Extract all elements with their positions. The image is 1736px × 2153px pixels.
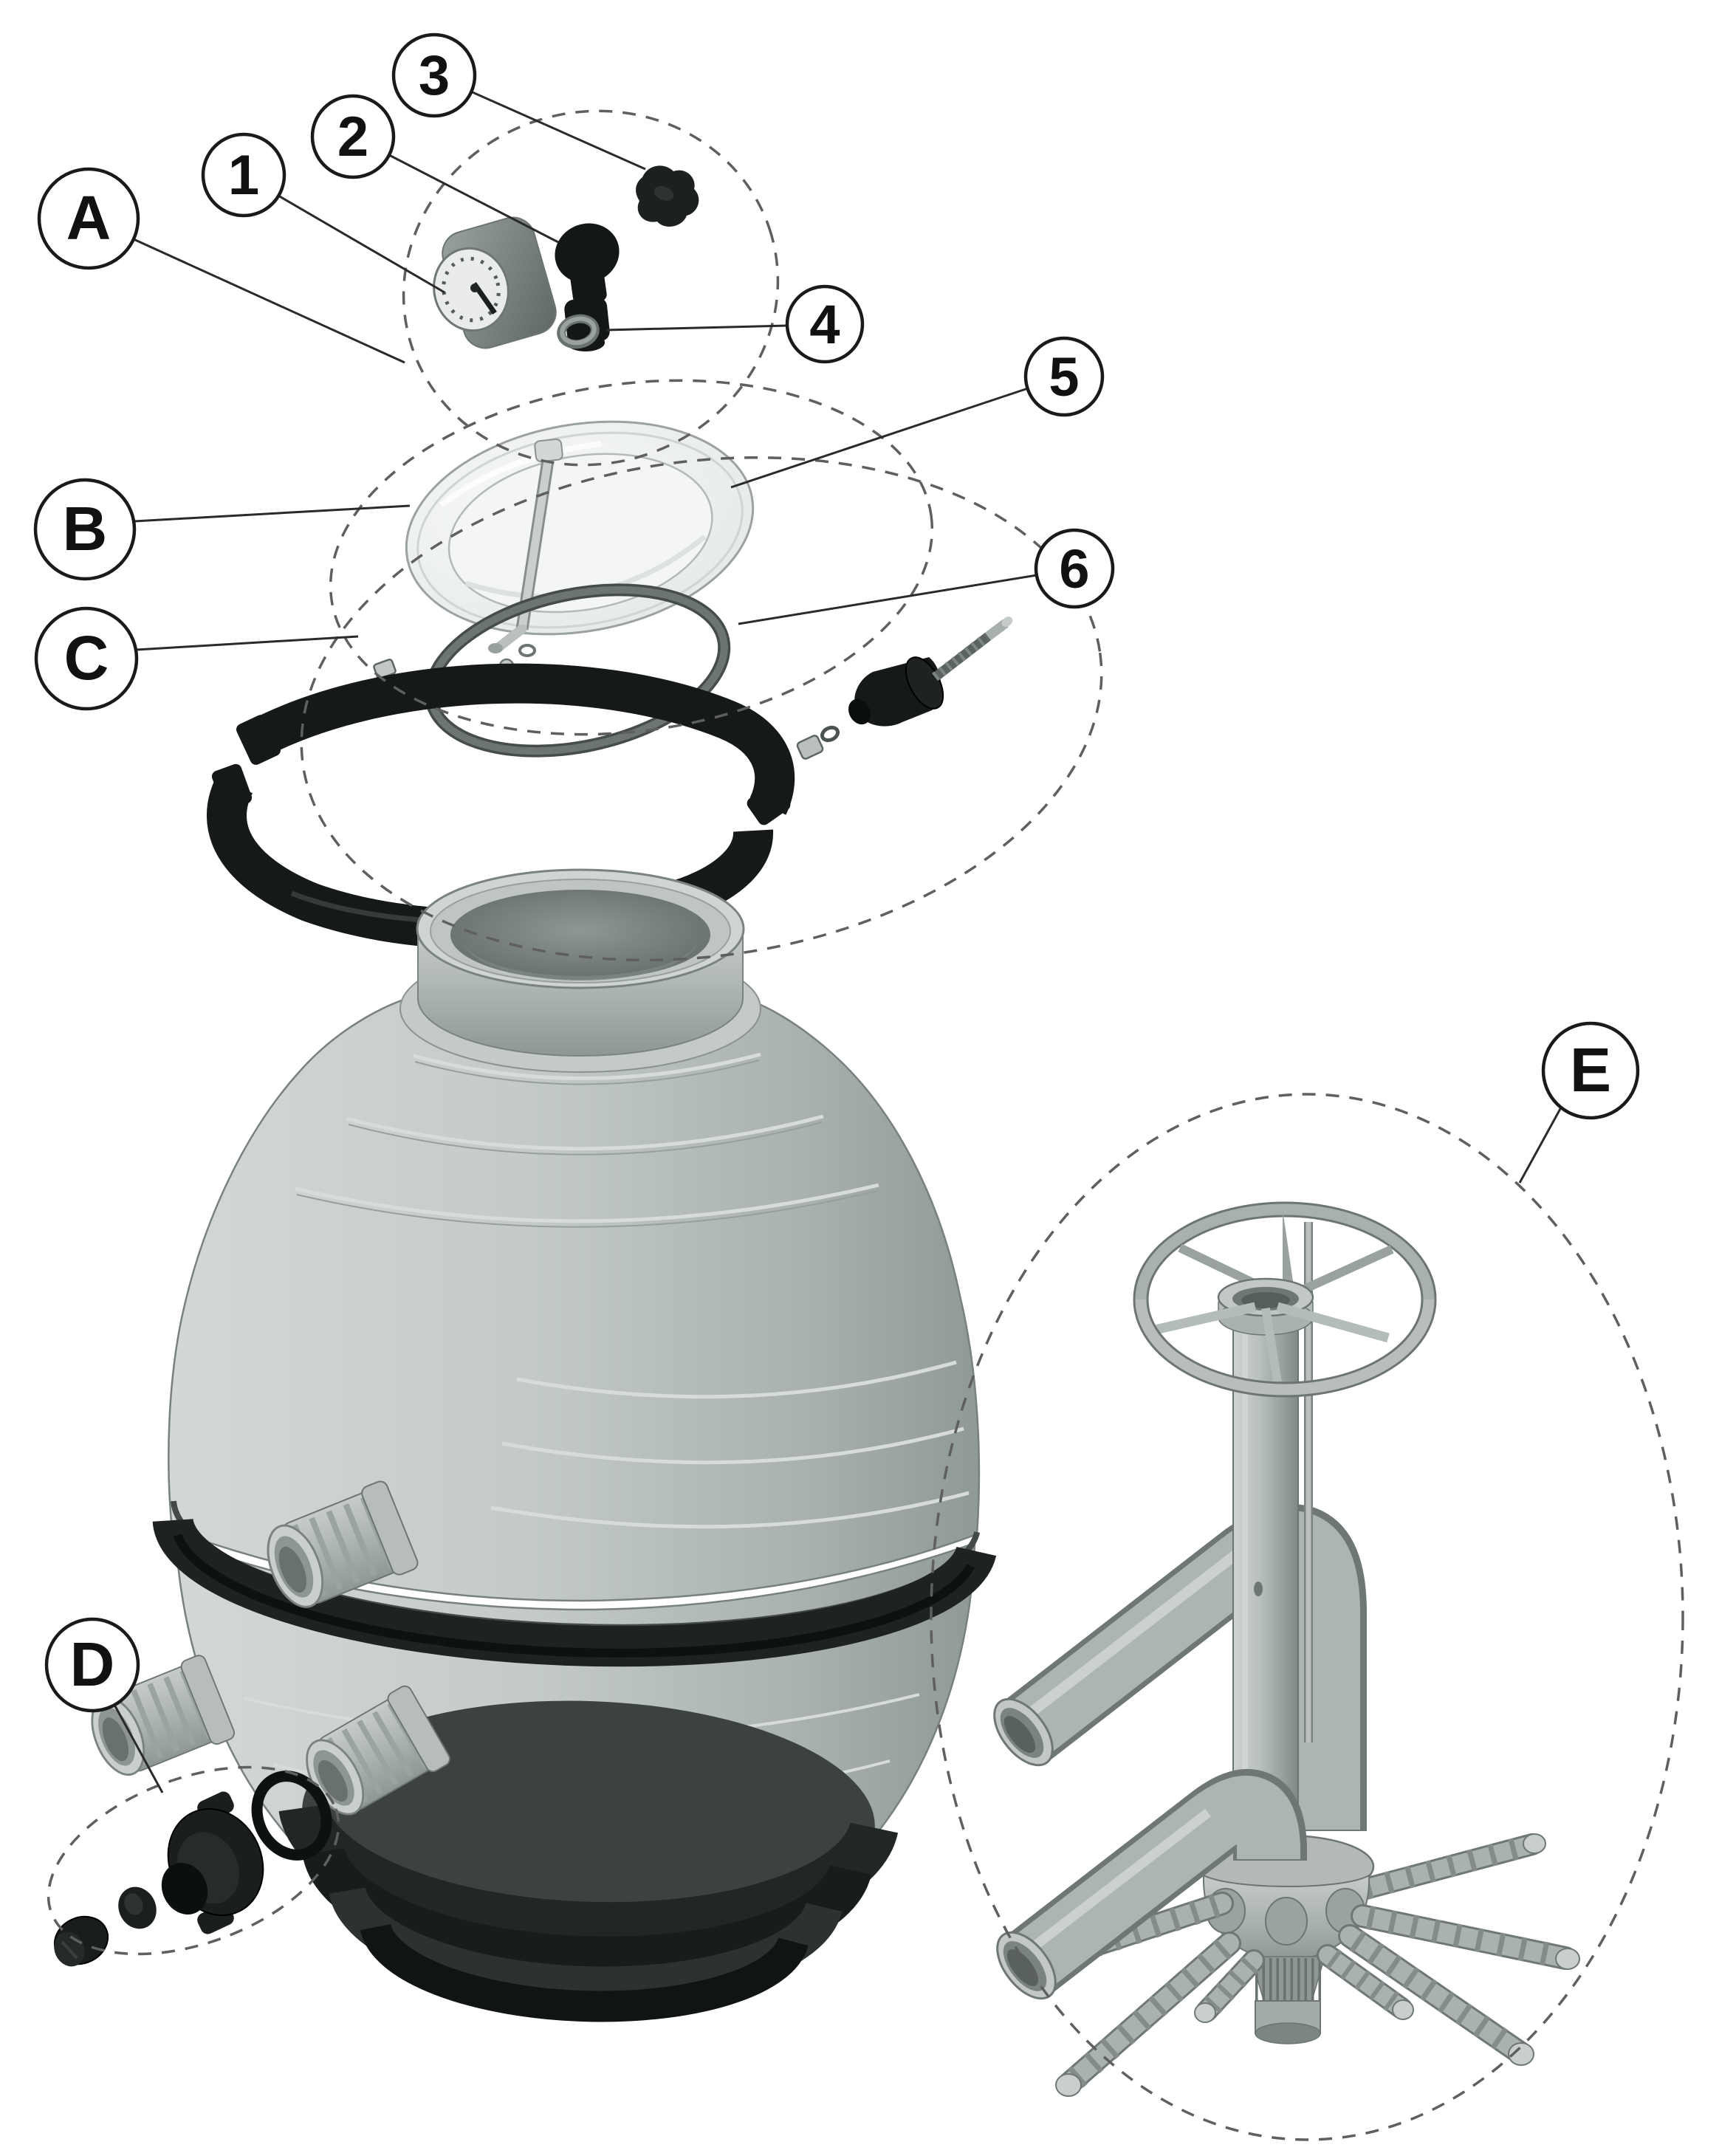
callout-label-b: B <box>63 494 108 563</box>
leader-lines <box>113 91 1562 1793</box>
leader-a <box>133 238 405 364</box>
gauge-assembly-group-a <box>433 165 699 351</box>
leader-b <box>134 504 411 523</box>
clamp-small-washer <box>820 725 840 743</box>
clamp-rear-half <box>249 663 795 815</box>
tank-body <box>80 868 997 2022</box>
callout-3: 3 <box>391 32 477 118</box>
callout-4: 4 <box>785 284 865 364</box>
drain-plug <box>53 1915 109 1967</box>
lateral-arm-se <box>1338 1924 1534 2066</box>
callout-label-d: D <box>70 1630 115 1699</box>
drain-o-ring <box>251 1771 332 1861</box>
callout-e: E <box>1541 1021 1640 1120</box>
leader-c <box>136 635 359 651</box>
callout-a: A <box>37 167 140 270</box>
callout-2: 2 <box>310 94 396 179</box>
leader-5 <box>730 387 1029 489</box>
lateral-arm-e <box>1351 1904 1580 1970</box>
callout-label-2: 2 <box>337 106 368 168</box>
callout-5: 5 <box>1023 336 1105 417</box>
lateral-arm-ssw <box>1194 1949 1265 2023</box>
leader-d <box>113 1704 164 1793</box>
leader-4 <box>605 324 788 332</box>
callout-1: 1 <box>201 132 287 218</box>
lid-washer <box>518 644 536 657</box>
callout-label-4: 4 <box>809 294 840 355</box>
pressure-gauge <box>433 216 557 349</box>
callout-label-5: 5 <box>1049 346 1079 408</box>
top-diffuser-wheel <box>1133 1201 1437 1398</box>
clamp-bolt-set <box>796 617 1013 760</box>
callout-6: 6 <box>1034 528 1115 609</box>
leader-e <box>1518 1107 1562 1184</box>
tank-base <box>278 1700 899 2022</box>
gauge-o-ring <box>557 314 600 349</box>
tank-upper-bowl <box>168 990 981 1602</box>
group-b-boundary <box>329 379 934 736</box>
leader-3 <box>472 91 646 171</box>
callout-label-3: 3 <box>419 44 450 107</box>
callout-label-6: 6 <box>1059 538 1089 600</box>
leader-6 <box>738 574 1037 625</box>
callouts: A B C D E 1 2 3 <box>33 32 1640 1713</box>
drain-cap <box>161 1791 264 1934</box>
clamp-small-nut <box>796 735 824 760</box>
callout-label-c: C <box>64 623 109 693</box>
callout-label-a: A <box>66 183 111 253</box>
callout-label-e: E <box>1570 1035 1611 1105</box>
leader-1 <box>278 194 445 294</box>
group-d-boundary <box>47 1765 340 1956</box>
lateral-arm-sw <box>1055 1931 1241 2097</box>
lateral-arm-sse <box>1317 1944 1414 2020</box>
callout-label-1: 1 <box>228 144 259 207</box>
callout-c: C <box>34 606 139 711</box>
elbow-pipe-lower <box>996 1769 1307 2000</box>
tank-ribs-upper <box>295 1052 970 1529</box>
neck-opening <box>450 890 710 980</box>
leader-2 <box>388 154 559 244</box>
group-e-boundary <box>930 1093 1684 2141</box>
lateral-arm-ne <box>1349 1833 1546 1901</box>
filter-lid <box>373 420 755 679</box>
gauge-tick-ring <box>442 256 501 323</box>
callout-d: D <box>44 1617 140 1713</box>
air-relief-knob <box>636 165 699 227</box>
drain-group-d <box>53 1771 332 1967</box>
lateral-assembly-group-e <box>993 1201 1580 2097</box>
callout-b: B <box>33 478 137 581</box>
tank-mid-seal-ring <box>152 1500 997 1667</box>
